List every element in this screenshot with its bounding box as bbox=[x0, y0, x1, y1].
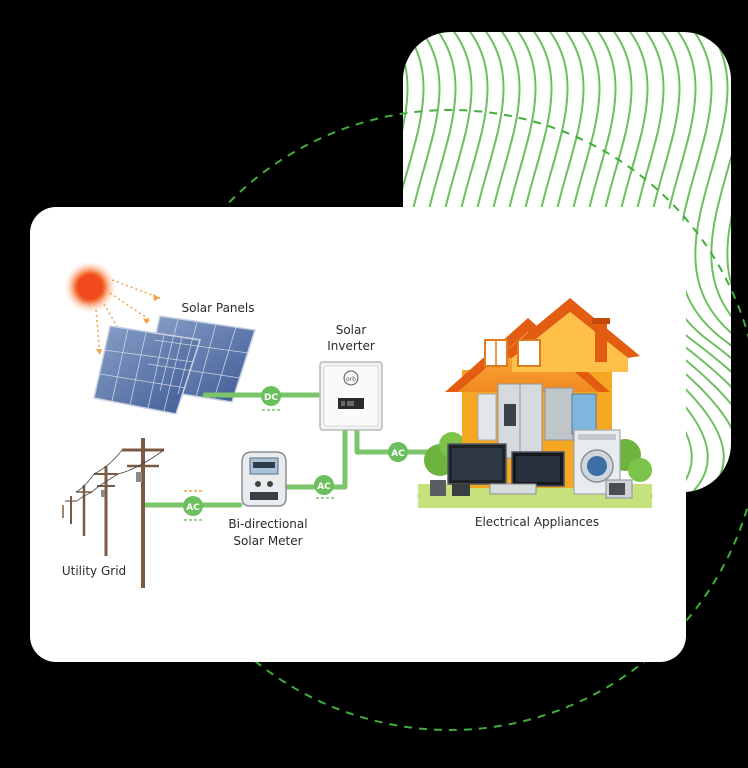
solar-inverter-label-line2: Inverter bbox=[327, 339, 375, 353]
dashed-orbit-circle bbox=[139, 109, 748, 731]
solar-meter-illustration bbox=[241, 451, 287, 507]
bidirectional-meter-label-line2: Solar Meter bbox=[233, 534, 303, 548]
ac-meter-badge-text: AC bbox=[317, 482, 331, 492]
sun-icon bbox=[64, 261, 116, 313]
solar-inverter-label-line1: Solar bbox=[335, 323, 367, 337]
ac-meter-badge: AC bbox=[314, 475, 334, 495]
sun-rays bbox=[95, 279, 161, 356]
solar-inverter-illustration: orb bbox=[319, 361, 383, 431]
ac-inverter-badge: AC bbox=[388, 442, 408, 462]
wave-line bbox=[678, 32, 731, 492]
dc-badge-text: DC bbox=[264, 393, 278, 403]
electrical-appliances-label: Electrical Appliances bbox=[474, 515, 600, 529]
ac-inverter-badge-text: AC bbox=[391, 449, 405, 459]
inverter-logo: orb bbox=[346, 376, 356, 383]
flow-arrows bbox=[184, 409, 334, 521]
utility-poles-illustration bbox=[62, 438, 165, 588]
solar-panels-illustration bbox=[93, 315, 256, 415]
utility-grid-label: Utility Grid bbox=[61, 564, 127, 578]
bidirectional-meter-label-line1: Bi-directional bbox=[228, 517, 308, 531]
ac-grid-badge: AC bbox=[183, 496, 203, 516]
house-appliances-illustration bbox=[417, 298, 653, 508]
solar-panels-label: Solar Panels bbox=[181, 301, 255, 315]
dc-badge: DC bbox=[261, 386, 281, 406]
wave-line bbox=[694, 32, 731, 492]
ac-grid-badge-text: AC bbox=[186, 503, 200, 513]
wave-line bbox=[662, 32, 731, 492]
